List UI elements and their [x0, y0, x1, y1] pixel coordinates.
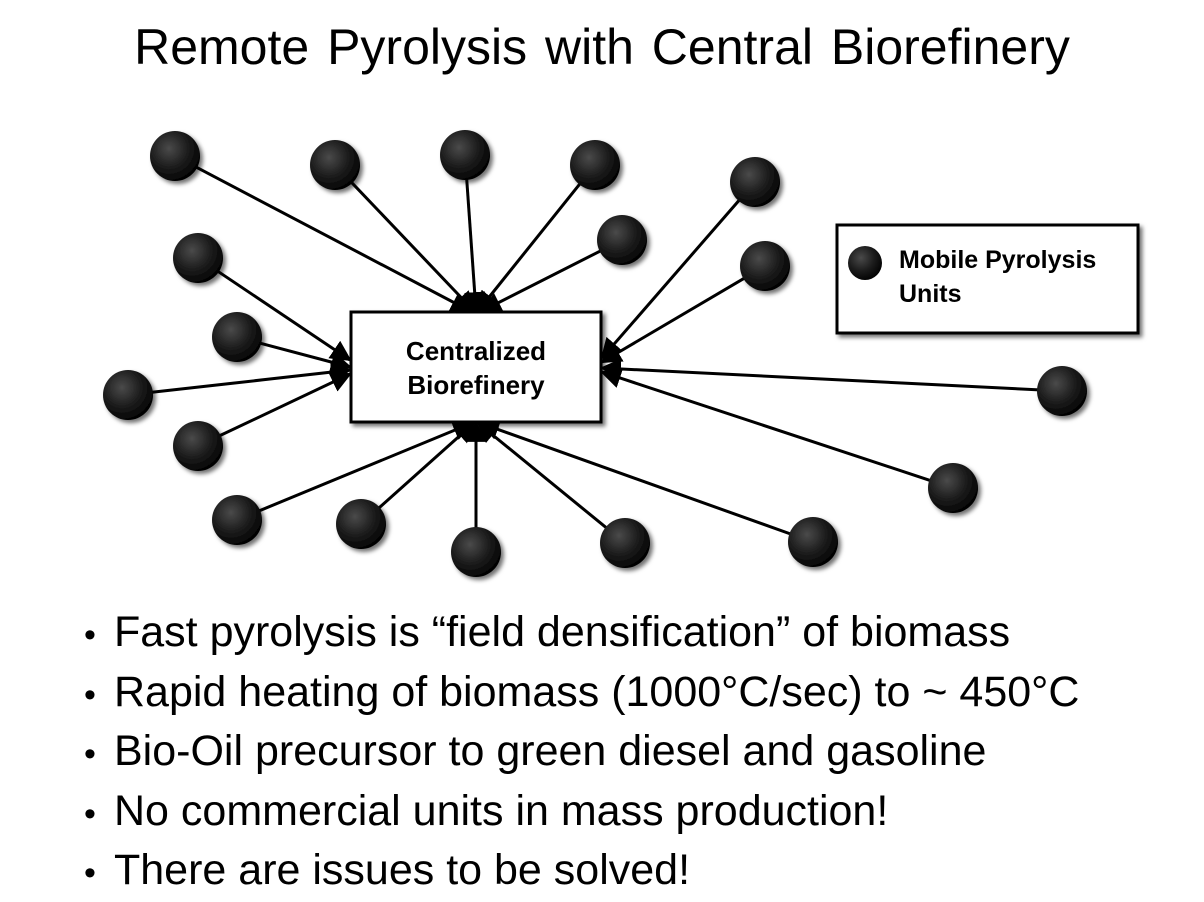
legend-node-icon [848, 246, 882, 280]
spoke-arrow [377, 421, 476, 510]
pyrolysis-unit-node [173, 233, 223, 283]
pyrolysis-unit-node [928, 463, 978, 513]
pyrolysis-unit-nodes [103, 130, 1087, 577]
pyrolysis-unit-node [740, 241, 790, 291]
bullet-text: Fast pyrolysis is “field densification” … [114, 608, 1011, 656]
pyrolysis-unit-node [212, 312, 262, 362]
pyrolysis-unit-node [440, 130, 490, 180]
bullet-text: Rapid heating of biomass (1000°C/sec) to… [114, 667, 1080, 716]
pyrolysis-unit-node [103, 370, 153, 420]
bullet-list: • Fast pyrolysis is “field densification”… [84, 604, 1079, 902]
spoke-arrow [257, 420, 474, 513]
bullet-item: • No commercial units in mass production! [84, 783, 1079, 843]
pyrolysis-unit-node [1037, 366, 1087, 416]
pyrolysis-unit-node [451, 527, 501, 577]
pyrolysis-unit-node [600, 518, 650, 568]
spoke-arrow [480, 249, 603, 313]
legend-label-line1: Mobile Pyrolysis [899, 246, 1096, 274]
pyrolysis-unit-node [730, 157, 780, 207]
spoke-arrow [258, 341, 353, 373]
bullet-icon: • [84, 854, 96, 892]
pyrolysis-unit-node [150, 131, 200, 181]
bullet-icon: • [84, 794, 96, 833]
spoke-arrow [599, 358, 1040, 392]
spoke-arrow [218, 372, 352, 438]
hub-label-line2: Biorefinery [407, 370, 545, 400]
bullet-item: • Bio-Oil precursor to green diesel and g… [84, 723, 1079, 783]
bullet-icon: • [84, 616, 96, 654]
legend: Mobile Pyrolysis Units [835, 223, 1140, 335]
hub-label-line1: Centralized [406, 336, 546, 366]
spoke-arrow [216, 269, 352, 362]
bullet-text: Bio-Oil precursor to green diesel and ga… [114, 727, 987, 775]
spoke-arrow [600, 198, 742, 360]
spoke-arrow [194, 165, 472, 313]
spoke-arrow [478, 419, 792, 536]
bullet-icon: • [84, 675, 96, 714]
pyrolysis-unit-node [310, 140, 360, 190]
pyrolysis-unit-node [788, 517, 838, 567]
bullet-text: There are issues to be solved! [114, 846, 691, 894]
spoke-arrow [600, 367, 932, 483]
spoke-arrow [150, 361, 353, 394]
bullet-text: No commercial units in mass production! [114, 786, 889, 835]
pyrolysis-unit-node [336, 499, 386, 549]
spoke-arrows [150, 165, 1040, 536]
bullet-item: • There are issues to be solved! [84, 842, 1079, 902]
bullet-icon: • [84, 735, 96, 773]
bullet-item: • Rapid heating of biomass (1000°C/sec) t… [84, 664, 1079, 724]
bullet-item: • Fast pyrolysis is “field densification”… [84, 604, 1079, 664]
legend-label-line2: Units [899, 280, 962, 308]
spoke-arrow [476, 182, 582, 313]
spoke-arrow [349, 180, 476, 313]
pyrolysis-unit-node [173, 421, 223, 471]
pyrolysis-unit-node [212, 495, 262, 545]
slide-title: Remote Pyrolysis with Central Biorefiner… [134, 19, 1070, 75]
spoke-arrow [600, 276, 746, 364]
pyrolysis-unit-node [570, 140, 620, 190]
spoke-arrow [464, 177, 486, 314]
spoke-arrow [476, 421, 609, 530]
pyrolysis-unit-node [597, 215, 647, 265]
central-biorefinery-box: Centralized Biorefinery [349, 310, 603, 424]
